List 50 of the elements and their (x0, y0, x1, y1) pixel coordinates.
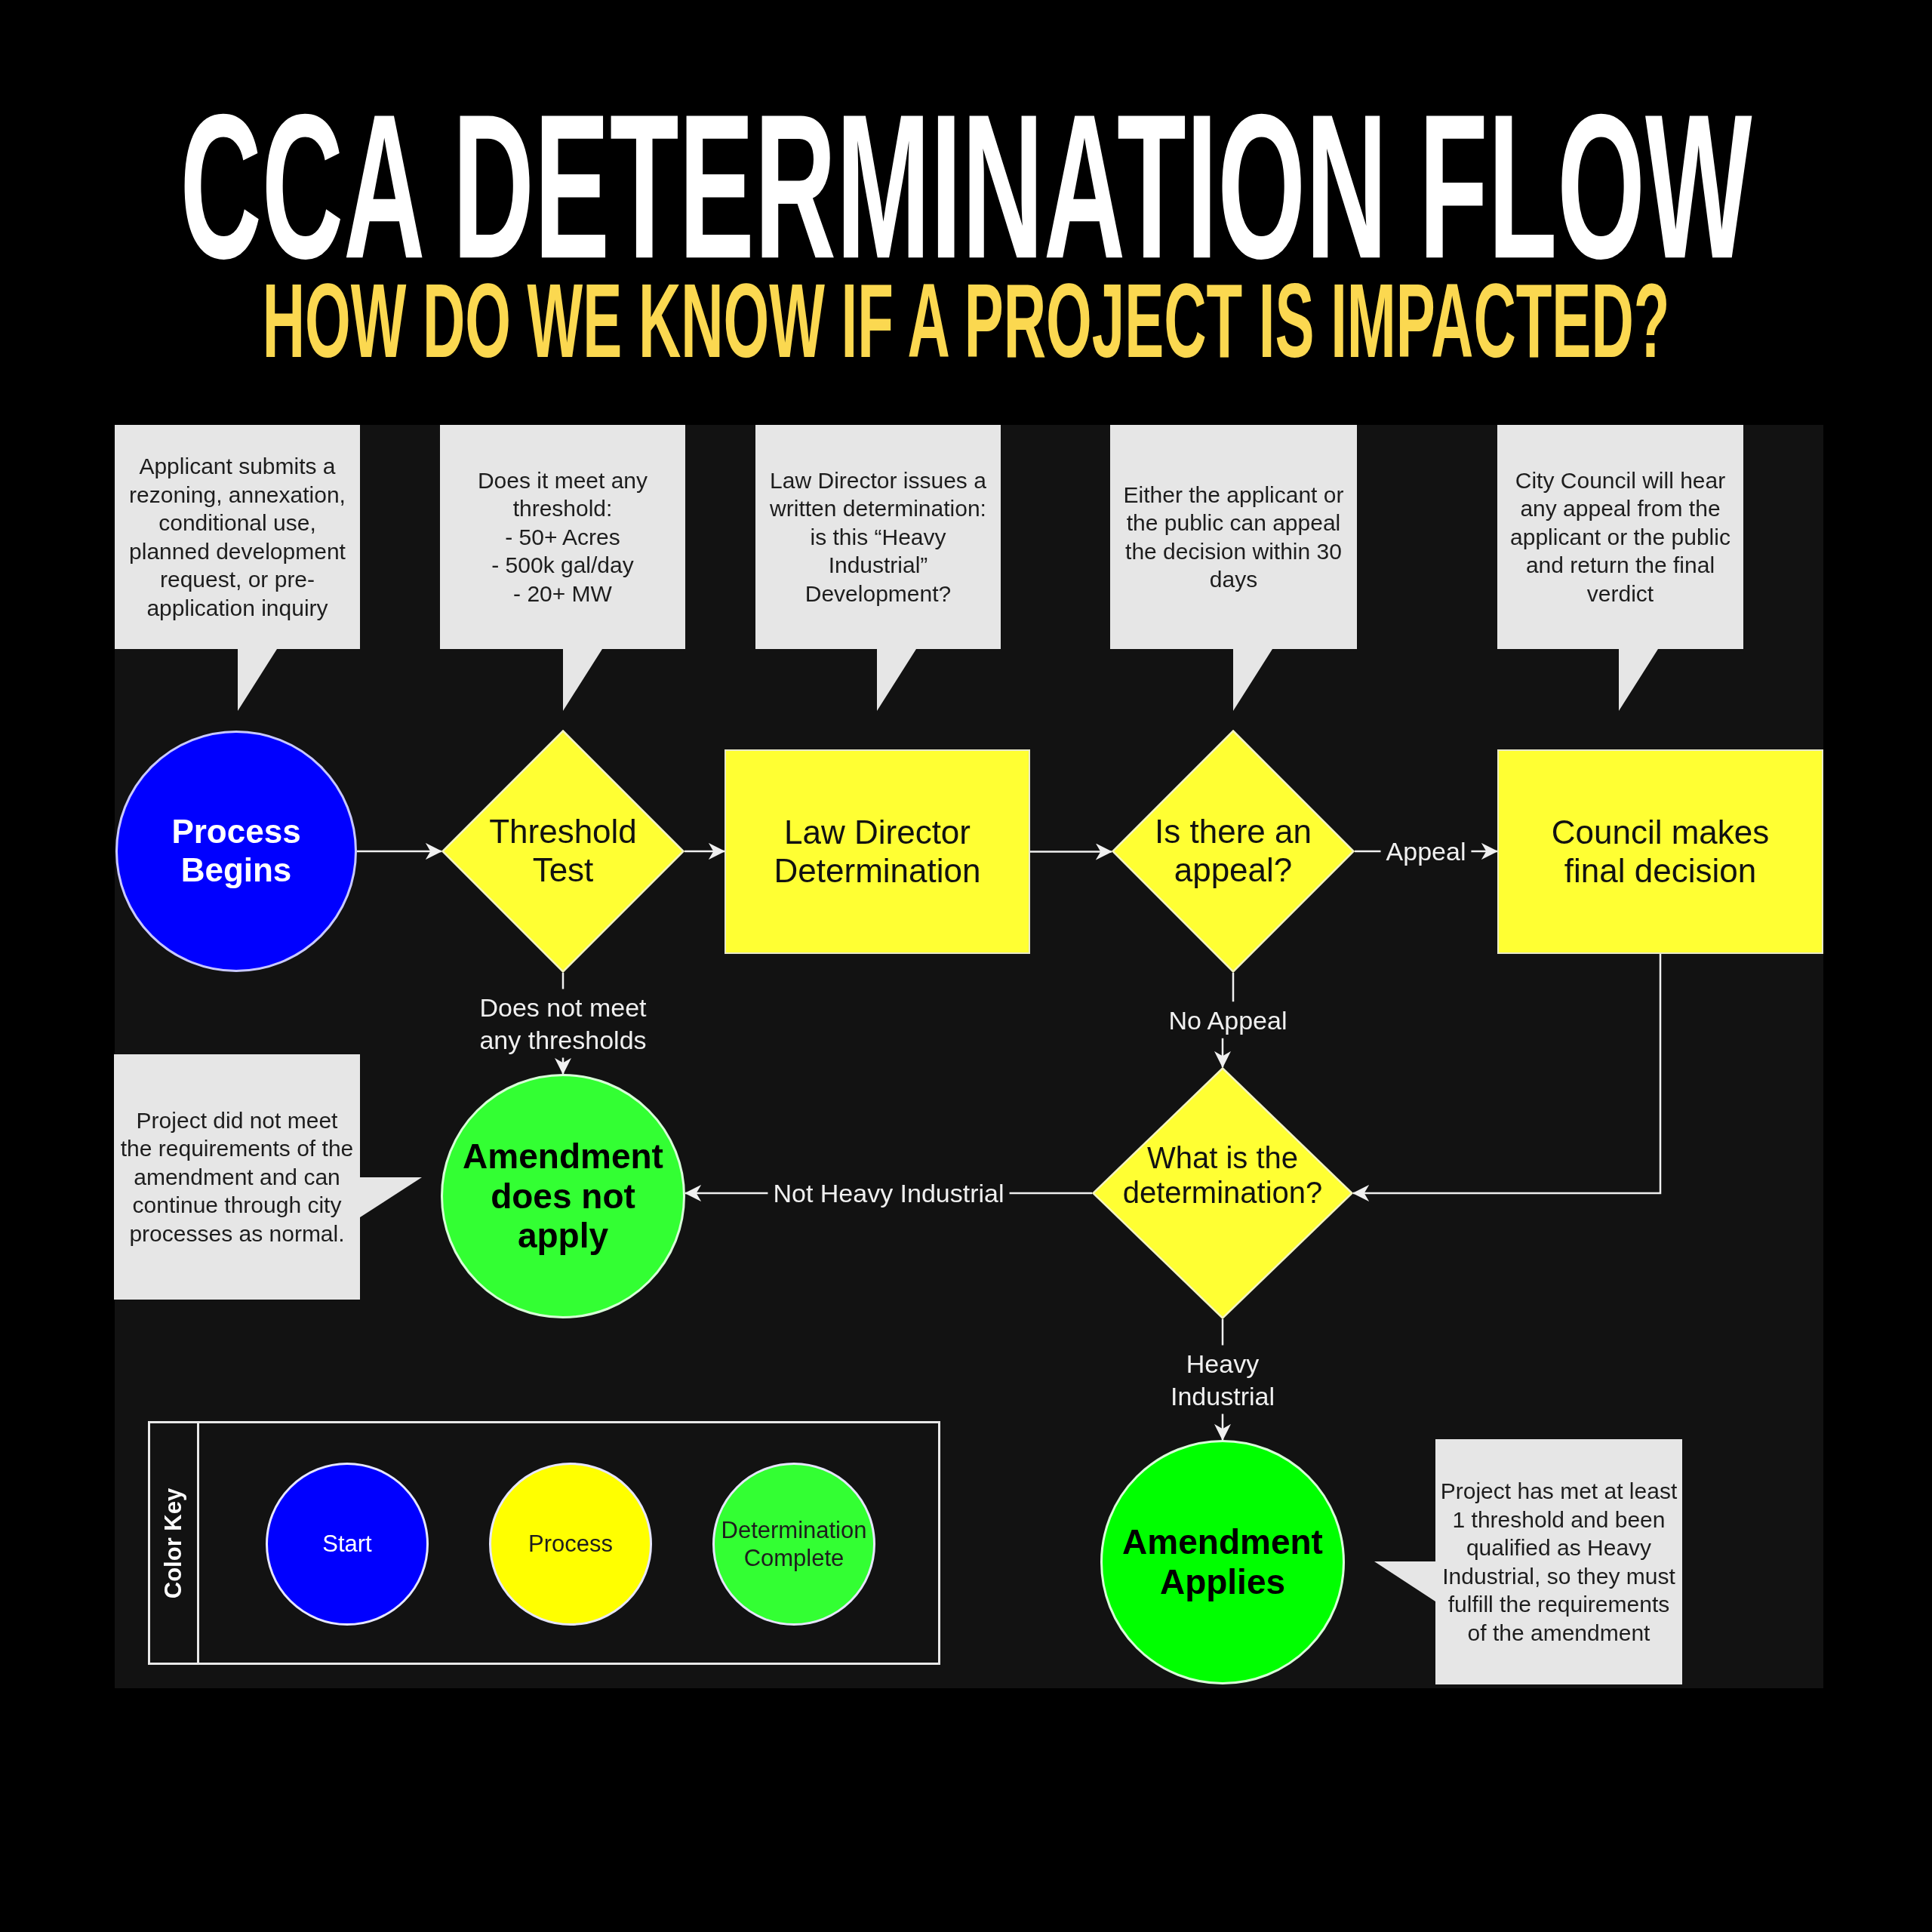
callout-box (1374, 1439, 1682, 1684)
callout-text: - 500k gal/day (491, 552, 634, 580)
edge-label: Not Heavy Industrial (772, 1177, 1005, 1209)
flow-arrow (357, 843, 442, 860)
process-box (1497, 749, 1823, 954)
subtitle: HOW DO WE KNOW IF A PROJECT IS IMPACTED? (262, 276, 1670, 365)
flow-arrow (684, 1185, 1094, 1201)
edge-label: Appeal (1385, 835, 1467, 867)
legend-text: Start (322, 1530, 372, 1558)
flow-arrow (555, 971, 571, 1075)
node-text: What is the determination? (1121, 1140, 1324, 1210)
decision-diamond (1112, 730, 1355, 973)
callout-box (115, 425, 360, 711)
flow-arrow (1030, 843, 1112, 860)
callout-text: City Council will hear any appeal from the applicant or the public and return the final verdict (1509, 466, 1731, 608)
legend-title: Color Key (160, 1487, 187, 1598)
flow-arrow (1214, 971, 1235, 1069)
title: CCA DETERMINATION FLOW (180, 100, 1752, 275)
flow-arrow (685, 843, 725, 860)
callout-text: Project did not meet the requirements of the amendment and can continue through city processes as normal. (119, 1106, 355, 1247)
node-text: Is there an appeal? (1154, 813, 1312, 890)
node-text: Council makes final decision (1550, 813, 1770, 891)
node-text: Law Director Determination (773, 813, 982, 891)
decision-diamond (1092, 1067, 1353, 1319)
node-text: Process Begins (171, 813, 302, 890)
callout-text: Does it meet any threshold: (476, 466, 649, 523)
edge-label: Does not meet any thresholds (478, 992, 648, 1056)
callout-text: Law Director issues a written determination: is this “Heavy Industrial” Development? (769, 466, 987, 608)
callout-box (1497, 425, 1743, 711)
callout-box (114, 1054, 422, 1300)
callout-text: - 50+ Acres (505, 523, 620, 551)
callout-box (440, 425, 685, 711)
decision-diamond (441, 730, 685, 973)
callout-box (1110, 425, 1357, 711)
edge-label: No Appeal (1168, 1004, 1288, 1036)
edge-label: Heavy Industrial (1170, 1348, 1275, 1411)
callout-text: Applicant submits a rezoning, annexation, conditional use, planned development request, or pre-application inquiry (128, 453, 346, 622)
callout-text: Project has met at least 1 threshold and been qualified as Heavy Industrial, so they must fulfill the requirements of the amendment (1439, 1478, 1678, 1647)
process-box (724, 749, 1030, 954)
flow-arrow (1353, 843, 1499, 860)
legend-text: Determination Complete (720, 1515, 868, 1573)
callout-box (755, 425, 1001, 711)
legend-text: Process (528, 1530, 613, 1558)
callout-text: - 20+ MW (513, 580, 612, 608)
node-text: Amendment Applies (1121, 1522, 1324, 1602)
node-text: Threshold Test (488, 813, 638, 890)
callout-text: Either the applicant or the public can appeal the decision within 30 days (1122, 481, 1345, 593)
flow-arrow (1352, 954, 1662, 1201)
flow-arrow (1214, 1318, 1231, 1441)
node-text: Amendment does not apply (462, 1136, 664, 1257)
